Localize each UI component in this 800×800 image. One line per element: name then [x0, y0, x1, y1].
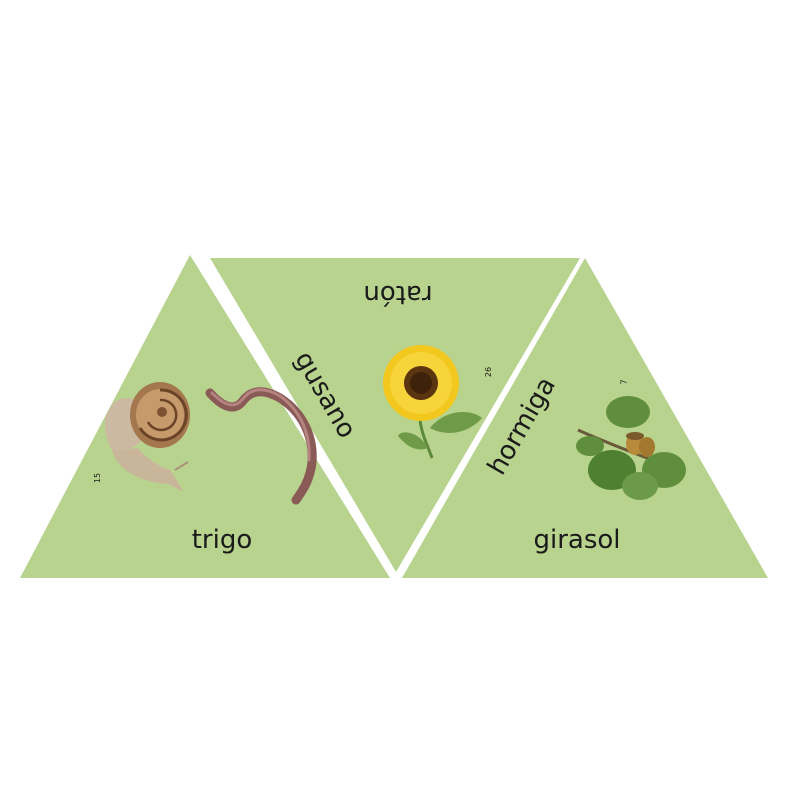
- middle-tile-top-word: ratón: [363, 279, 433, 309]
- earthworm-picture: [205, 387, 317, 505]
- left-tile-number: 15: [93, 472, 103, 484]
- earthworm-highlight: [210, 388, 311, 462]
- right-tile-bottom-word: girasol: [533, 525, 621, 555]
- middle-tile-number: 26: [484, 366, 494, 378]
- middle-triangle-tile: [210, 258, 580, 572]
- sunflower-picture: [383, 345, 482, 459]
- right-tile-number: 7: [619, 379, 629, 385]
- oak-branch-picture: [576, 396, 686, 500]
- right-triangle-tile: [402, 258, 768, 578]
- snail-picture: [104, 382, 190, 492]
- left-tile-bottom-word: trigo: [191, 525, 253, 555]
